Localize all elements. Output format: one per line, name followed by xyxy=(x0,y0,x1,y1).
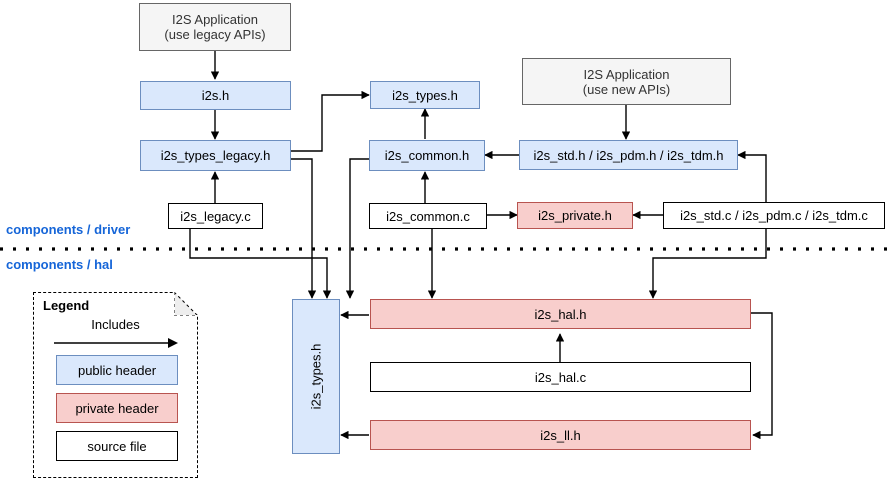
node-i2s-types-legacy-h[interactable]: i2s_types_legacy.h xyxy=(140,140,291,171)
node-label-line2: (use legacy APIs) xyxy=(164,27,266,42)
includes-arrow-icon xyxy=(54,338,178,348)
node-label: i2s_common.c xyxy=(386,208,470,224)
node-i2s-ll-h[interactable]: i2s_ll.h xyxy=(370,420,751,450)
layer-divider-dotted-line xyxy=(0,247,893,251)
legend-includes-label: Includes xyxy=(91,317,140,332)
node-label-line2: (use new APIs) xyxy=(582,81,671,97)
node-label: i2s_std.h / i2s_pdm.h / i2s_tdm.h xyxy=(533,147,724,163)
node-label: i2s_types.h xyxy=(308,343,324,410)
node-i2s-application-legacy[interactable]: I2S Application (use legacy APIs) xyxy=(139,3,291,51)
node-i2s-common-c[interactable]: i2s_common.c xyxy=(369,203,487,229)
divider-label-hal: components / hal xyxy=(6,257,113,272)
node-label: i2s_types.h xyxy=(392,87,458,103)
node-i2s-common-h[interactable]: i2s_common.h xyxy=(369,140,485,171)
node-i2s-types-h-driver[interactable]: i2s_types.h xyxy=(370,81,480,109)
node-i2s-legacy-c[interactable]: i2s_legacy.c xyxy=(168,203,263,229)
node-i2s-private-h[interactable]: i2s_private.h xyxy=(517,202,633,229)
node-label: i2s_common.h xyxy=(384,148,470,163)
node-label-line1: I2S Application xyxy=(171,12,258,27)
node-label: i2s_hal.h xyxy=(534,306,587,322)
node-label: i2s.h xyxy=(201,88,230,103)
legend-swatch-label: private header xyxy=(75,400,159,416)
legend-swatch-label: source file xyxy=(87,438,147,454)
node-i2s-std-pdm-tdm-c[interactable]: i2s_std.c / i2s_pdm.c / i2s_tdm.c xyxy=(663,202,885,229)
node-label: i2s_ll.h xyxy=(540,427,581,443)
node-label: i2s_legacy.c xyxy=(180,208,251,224)
node-label: i2s_std.c / i2s_pdm.c / i2s_tdm.c xyxy=(680,208,868,223)
node-label: i2s_private.h xyxy=(538,208,612,223)
node-i2s-std-pdm-tdm-h[interactable]: i2s_std.h / i2s_pdm.h / i2s_tdm.h xyxy=(519,140,738,170)
node-i2s-hal-h[interactable]: i2s_hal.h xyxy=(370,299,751,329)
divider-label-driver: components / driver xyxy=(6,222,131,237)
legend-swatch-private-header: private header xyxy=(56,393,178,423)
node-label: i2s_hal.c xyxy=(534,369,587,385)
node-label: i2s_types_legacy.h xyxy=(160,148,271,163)
node-i2s-types-h-hal[interactable]: i2s_types.h xyxy=(292,299,340,454)
node-i2s-h[interactable]: i2s.h xyxy=(140,81,291,110)
legend-panel: Legend Includes public header private he… xyxy=(33,292,198,478)
legend-swatch-source-file: source file xyxy=(56,431,178,461)
folded-corner-icon xyxy=(174,292,198,316)
legend-swatch-public-header: public header xyxy=(56,355,178,385)
node-i2s-application-new[interactable]: I2S Application (use new APIs) xyxy=(522,58,731,105)
node-i2s-hal-c[interactable]: i2s_hal.c xyxy=(370,362,751,392)
legend-swatch-label: public header xyxy=(77,362,157,378)
legend-title: Legend xyxy=(43,298,90,313)
node-label-line1: I2S Application xyxy=(583,66,670,82)
